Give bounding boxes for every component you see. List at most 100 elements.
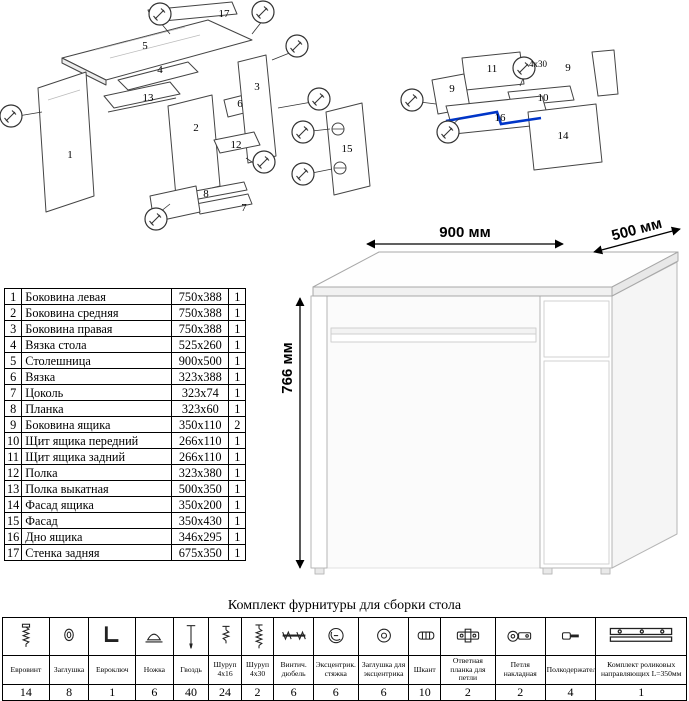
part-name: Фасад: [21, 512, 173, 529]
hardware-name: Ножка: [135, 655, 174, 685]
part-size: 500x350: [171, 480, 230, 497]
part-num: 11: [3, 448, 23, 465]
hardware-qty: 2: [439, 683, 496, 701]
hardware-icon-cell: [357, 617, 410, 656]
part-size: 675x350: [171, 544, 230, 561]
part-qty: 1: [228, 400, 247, 417]
part-num: 6: [3, 368, 23, 385]
hardware-qty: 2: [240, 683, 275, 701]
part-qty: 1: [228, 304, 247, 321]
part-num: 16: [3, 528, 23, 545]
hardware-name: Шкант: [408, 655, 441, 685]
part-size: 323x388: [171, 368, 230, 385]
part-size: 266x110: [171, 432, 230, 449]
cap-icon: [52, 627, 86, 644]
part-qty: 1: [228, 288, 247, 305]
cam-cap-icon: [367, 627, 401, 644]
part-size: 350x200: [171, 496, 230, 513]
hardware-icon-cell: [48, 617, 90, 656]
part-name: Боковина правая: [21, 320, 173, 337]
part-qty: 1: [228, 432, 247, 449]
part-size: 900x500: [171, 352, 230, 369]
part-number-label: 14: [558, 130, 570, 142]
hardware-icon-cell: [408, 617, 441, 656]
desk-exploded-view: [37, 1, 371, 223]
dowel-screw-icon: [277, 627, 311, 644]
desktop-side-edge: [611, 251, 679, 297]
part-size: 750x388: [171, 304, 230, 321]
hardware-qty: 8: [48, 683, 90, 701]
hardware-name: Заглушка: [48, 655, 90, 685]
height-dimension-label: 766 мм: [279, 342, 296, 393]
part-size: 266x110: [171, 448, 230, 465]
part-number-label: 4: [157, 64, 163, 76]
part-name: Дно ящика: [21, 528, 173, 545]
hardware-qty: 24: [208, 683, 242, 701]
hardware-name: Полкодержатель: [544, 655, 597, 685]
hardware-icon-cell: [544, 617, 597, 656]
hardware-icon-cell: [595, 617, 687, 656]
part-size: 350x430: [171, 512, 230, 529]
nail-icon: [174, 624, 208, 648]
part-qty: 1: [228, 512, 247, 529]
hardware-qty: 1: [595, 683, 687, 701]
part-num: 3: [3, 320, 23, 337]
hardware-qty: 6: [273, 683, 314, 701]
part-number-label: 8: [203, 188, 209, 200]
hardware-icon-cell: [240, 617, 275, 656]
part-size: 323x380: [171, 464, 230, 481]
part-name: Планка: [21, 400, 173, 417]
part-num: 10: [3, 432, 23, 449]
part-number-label: 15: [342, 143, 354, 155]
part-num: 14: [3, 496, 23, 513]
part-name: Цоколь: [21, 384, 173, 401]
part-name: Щит ящика передний: [21, 432, 173, 449]
dowel-icon: [410, 627, 440, 644]
part-name: Полка выкатная: [21, 480, 173, 497]
part-name: Фасад ящика: [21, 496, 173, 513]
part-qty: 1: [228, 336, 247, 353]
part-name: Боковина ящика: [21, 416, 173, 433]
screw-4x16-icon: [210, 625, 241, 644]
hardware-qty: 14: [2, 683, 50, 701]
part-size: 350x110: [171, 416, 230, 433]
hardware-icon-cell: [2, 617, 50, 656]
desk-hardware-callouts: [0, 0, 333, 231]
euro-screw-icon: [9, 623, 43, 647]
part-qty: 1: [228, 544, 247, 561]
hardware-icon-cell: [208, 617, 242, 656]
part-number-label: 10: [538, 92, 550, 104]
part-name: Боковина средняя: [21, 304, 173, 321]
hardware-icon-cell: [312, 617, 359, 656]
drawer-front: [543, 300, 610, 358]
part-qty: 1: [228, 528, 247, 545]
part-number-label: 6: [237, 98, 243, 110]
roller-guide-highlight: [445, 110, 542, 126]
hardware-name: Евроключ: [88, 655, 137, 685]
hinge-icon: [503, 627, 537, 644]
hardware-icon-cell: [135, 617, 174, 656]
part-size: 750x388: [171, 288, 230, 305]
part-name: Вязка стола: [21, 336, 173, 353]
hardware-name: Эксцентрик. стяжка: [312, 655, 359, 685]
part-qty: 2: [228, 416, 247, 433]
part-qty: 1: [228, 352, 247, 369]
part-num: 13: [3, 480, 23, 497]
part-number-label: 12: [231, 139, 242, 151]
part-number-label: 17: [219, 8, 231, 20]
part-num: 12: [3, 464, 23, 481]
hardware-icon-cell: [439, 617, 496, 656]
hinge-plate-icon: [451, 627, 485, 644]
part-name: Вязка: [21, 368, 173, 385]
